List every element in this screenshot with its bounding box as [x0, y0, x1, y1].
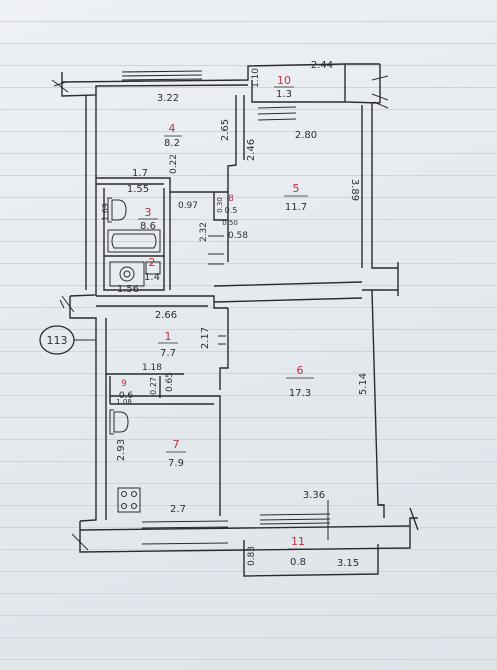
dim-0-50: 0.50	[222, 219, 238, 227]
dim-3-36: 3.36	[303, 490, 325, 501]
dim-2-32: 2.32	[199, 222, 209, 242]
dim-0-58: 0.58	[228, 231, 248, 241]
dim-2-66: 2.66	[155, 310, 177, 321]
toilet-icon	[107, 197, 127, 223]
washer-icon	[109, 261, 145, 287]
dim-2-44: 2.44	[311, 60, 333, 71]
dim-2-93: 2.93	[116, 439, 127, 461]
room-10-area: 1.3	[276, 89, 292, 100]
dim-5-14: 5.14	[358, 373, 369, 395]
room-1-area: 7.7	[160, 348, 176, 359]
room-9-area: 0.6	[119, 391, 134, 401]
dim-2-7: 2.7	[170, 504, 186, 515]
dim-1-10: 1.10	[251, 68, 261, 88]
room-7-number: 7	[173, 438, 180, 451]
room-2-area: 1.4	[144, 272, 160, 283]
dim-2-17: 2.17	[200, 327, 211, 349]
dim-0-65: 0.65	[165, 372, 175, 392]
room-4-area: 8.2	[164, 138, 180, 149]
room-8-number: 8	[228, 194, 234, 204]
dim-1-69: 1.69	[101, 203, 110, 221]
dim-1-08: 1.08	[116, 398, 132, 406]
room-3-area: 8.6	[140, 221, 156, 232]
room-5-number: 5	[293, 182, 300, 195]
dim-1-56: 1.56	[117, 284, 139, 295]
dim-2-46: 2.46	[246, 139, 257, 161]
dim-3-22: 3.22	[157, 93, 179, 104]
room-3-number: 3	[145, 206, 152, 219]
dim-2-80: 2.80	[295, 130, 317, 141]
room-8-area: 0.5	[225, 206, 238, 215]
dim-1-7: 1.7	[132, 168, 148, 179]
dim-1-18: 1.18	[142, 363, 162, 373]
room-1-number: 1	[165, 330, 172, 343]
dim-3-15: 3.15	[337, 558, 359, 569]
dim-0-22: 0.22	[169, 154, 179, 174]
dimension-labels: 3.22 2.65 2.46 3.89 1.7 1.55 0.22 0.97 0…	[101, 60, 369, 569]
stove-icon	[117, 487, 141, 513]
sink-icon	[145, 261, 161, 275]
room-6-number: 6	[297, 364, 304, 377]
plan-number: 113	[47, 334, 68, 347]
room-4-number: 4	[169, 122, 176, 135]
room-5-area: 11.7	[285, 202, 307, 213]
room-11-area: 0.8	[290, 557, 306, 568]
room-2-number: 2	[149, 256, 156, 269]
room-10-number: 10	[277, 74, 291, 87]
dimension-ticks	[208, 235, 329, 540]
bathtub-icon	[107, 229, 161, 253]
dim-0-30: 0.30	[216, 197, 224, 213]
dim-0-83: 0.83	[247, 546, 257, 566]
dim-1-55: 1.55	[127, 184, 149, 195]
outer-walls	[51, 63, 419, 553]
room-labels: 4 8.2 10 1.3 5 11.7 3 8.6 8 0.5 2 1.4 1 …	[119, 74, 314, 568]
room-6-area: 17.3	[289, 388, 311, 399]
room-9-number: 9	[121, 379, 127, 389]
interior-walls	[96, 80, 384, 577]
dim-0-97: 0.97	[178, 201, 198, 211]
dim-2-65: 2.65	[220, 119, 231, 141]
toilet-icon-2	[109, 409, 129, 435]
dim-0-27: 0.27	[149, 377, 158, 395]
room-11-number: 11	[291, 535, 305, 548]
room-7-area: 7.9	[168, 458, 184, 469]
plan-number-badge: 113	[39, 325, 96, 355]
fixtures	[107, 197, 161, 513]
dim-3-89: 3.89	[349, 179, 360, 201]
